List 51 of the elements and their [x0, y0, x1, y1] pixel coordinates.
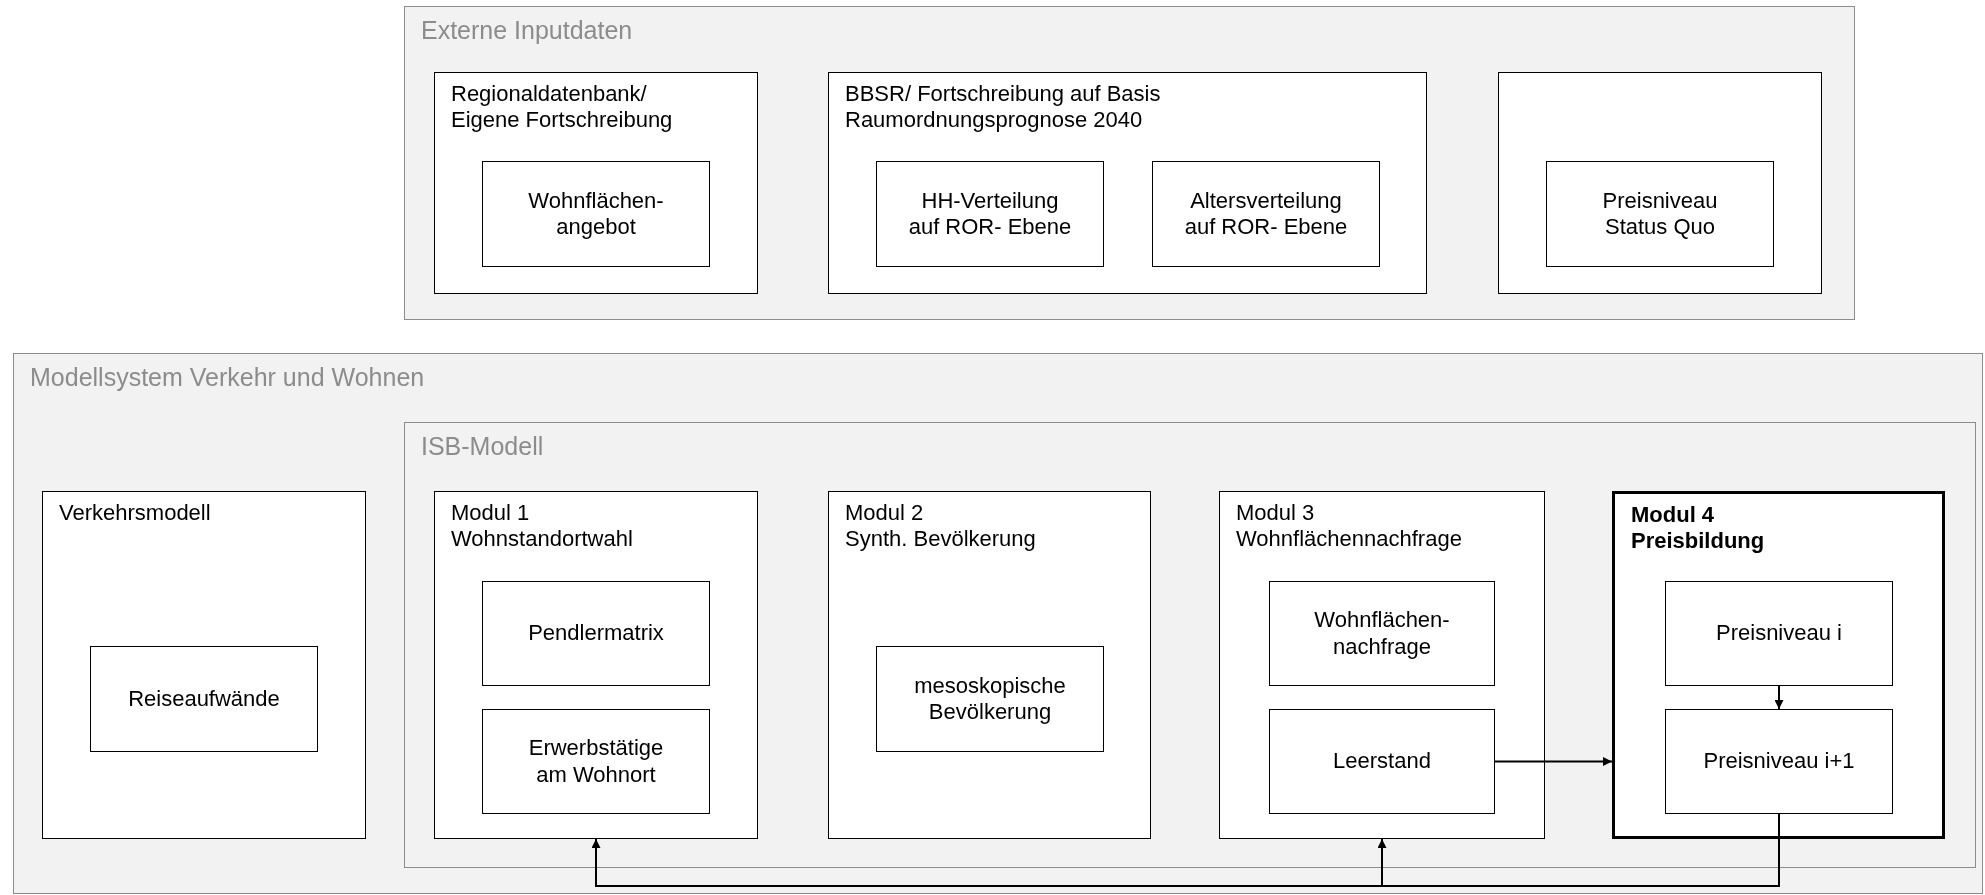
- group-panel: [13, 353, 1983, 894]
- heading-text: Preisbildung: [1631, 528, 1766, 555]
- heading-text: Externe Inputdaten: [421, 15, 634, 46]
- group-panel: [404, 422, 1976, 868]
- process-box: [90, 646, 318, 752]
- box-label: mesoskopische Bevölkerung: [913, 672, 1067, 726]
- heading-text: Modul 2: [845, 500, 925, 527]
- box-label: Erwerbstätige am Wohnort: [527, 735, 665, 788]
- heading-text: ISB-Modell: [421, 431, 545, 462]
- box-label: Preisniveau i: [1715, 620, 1843, 647]
- module-box: [1498, 72, 1822, 294]
- process-box: [1665, 709, 1893, 814]
- box-label: HH-Verteilung auf ROR- Ebene: [907, 187, 1073, 241]
- module-box: [1612, 491, 1945, 839]
- heading-text: BBSR/ Fortschreibung auf Basis Raumordnungsprognose 2040: [845, 81, 1162, 134]
- process-box: [876, 646, 1104, 752]
- process-box: [1152, 161, 1380, 267]
- process-box: [1269, 581, 1495, 686]
- box-label: Altersverteilung auf ROR- Ebene: [1183, 187, 1349, 241]
- arrow: [1774, 685, 1784, 710]
- heading-text: Wohnstandortwahl: [451, 526, 634, 553]
- process-box: [482, 581, 710, 686]
- heading-text: Synth. Bevölkerung: [845, 526, 1037, 553]
- heading-text: Regionaldatenbank/ Eigene Fortschreibung: [451, 81, 674, 134]
- heading-text: Modellsystem Verkehr und Wohnen: [30, 362, 426, 393]
- process-box: [1269, 709, 1495, 814]
- process-box: [1546, 161, 1774, 267]
- box-label: Pendlermatrix: [527, 620, 665, 647]
- heading-text: Modul 4: [1631, 502, 1716, 529]
- heading-text: Verkehrsmodell: [59, 500, 212, 527]
- module-box: [828, 72, 1427, 294]
- module-box: [434, 491, 758, 839]
- heading-text: Wohnflächennachfrage: [1236, 526, 1463, 553]
- box-label: Wohnflächen- nachfrage: [1313, 607, 1451, 660]
- process-box: [876, 161, 1104, 267]
- module-box: [828, 491, 1151, 839]
- box-label: Preisniveau i+1: [1702, 748, 1856, 775]
- module-box: [1219, 491, 1545, 839]
- heading-text: Modul 3: [1236, 500, 1316, 527]
- box-label: Wohnflächen- angebot: [527, 187, 665, 241]
- process-box: [1665, 581, 1893, 686]
- module-box: [434, 72, 758, 294]
- group-panel: [404, 6, 1855, 320]
- heading-text: Modul 1: [451, 500, 531, 527]
- box-label: Leerstand: [1332, 748, 1432, 775]
- process-box: [482, 161, 710, 267]
- box-label: Preisniveau Status Quo: [1601, 187, 1719, 241]
- process-box: [482, 709, 710, 814]
- module-box: [42, 491, 366, 839]
- arrow: [1494, 757, 1613, 766]
- box-label: Reiseaufwände: [127, 685, 281, 713]
